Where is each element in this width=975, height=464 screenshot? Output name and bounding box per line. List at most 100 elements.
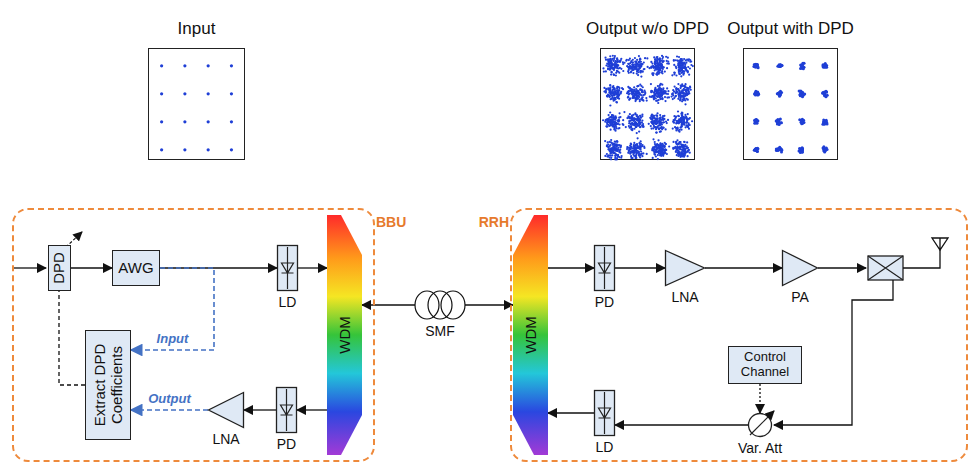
constellation-point <box>778 64 781 67</box>
constellation-point <box>610 123 612 125</box>
constellation-point <box>671 93 673 95</box>
constellation-point <box>639 121 641 123</box>
constellation-point <box>690 89 692 91</box>
constellation-point <box>686 119 688 121</box>
constellation-point <box>160 120 163 123</box>
constellation-point <box>618 144 620 146</box>
constellation-point <box>687 124 689 126</box>
constellation-point <box>680 129 682 131</box>
constellation-point <box>635 126 637 128</box>
constellation-point <box>610 67 612 69</box>
constellation-point <box>686 94 688 96</box>
constellation-point <box>678 63 680 65</box>
constellation-point <box>639 58 641 60</box>
constellation-point <box>616 97 618 99</box>
constellation-point <box>616 66 618 68</box>
constellation-point <box>657 151 659 153</box>
constellation-point <box>614 155 616 157</box>
constellation-point <box>801 65 804 68</box>
constellation-point <box>681 67 683 69</box>
constellation-point <box>646 99 648 101</box>
signal-connector <box>465 304 513 305</box>
constellation-point <box>643 147 645 149</box>
constellation-point <box>675 95 677 97</box>
constellation-point <box>160 92 163 95</box>
constellation-point <box>678 115 680 117</box>
constellation-point <box>661 84 663 86</box>
constellation-point <box>622 123 624 125</box>
constellation-point <box>641 63 643 65</box>
constellation-point <box>675 115 677 117</box>
constellation-point <box>776 65 779 68</box>
constellation-point <box>639 122 641 124</box>
constellation-point <box>685 59 687 61</box>
constellation-point <box>639 70 641 72</box>
constellation-point <box>614 88 616 90</box>
constellation-point <box>685 69 687 71</box>
constellation-point <box>678 73 680 75</box>
constellation-point <box>634 57 636 59</box>
constellation-point <box>688 91 690 93</box>
constellation-point <box>681 148 683 150</box>
constellation-point <box>689 61 691 63</box>
constellation-point <box>681 112 683 114</box>
constellation-point <box>651 116 653 118</box>
constellation-point <box>680 85 682 87</box>
constellation-point <box>631 117 633 119</box>
constellation-point <box>688 128 690 130</box>
constellation-point <box>655 144 657 146</box>
constellation-point <box>676 146 678 148</box>
constellation-point <box>629 97 631 99</box>
constellation-point <box>613 87 615 89</box>
constellation-point <box>616 145 618 147</box>
constellation-point <box>667 57 669 59</box>
constellation-point <box>635 122 637 124</box>
constellation-point <box>632 90 634 92</box>
constellation-point <box>630 60 632 62</box>
constellation-point <box>664 96 666 98</box>
constellation-point <box>662 87 664 89</box>
constellation-point <box>610 98 612 100</box>
constellation-point <box>659 69 661 71</box>
constellation-point <box>635 94 637 96</box>
constellation-point <box>649 96 651 98</box>
constellation-point <box>630 88 632 90</box>
constellation-point <box>661 154 663 156</box>
constellation-point <box>609 90 611 92</box>
constellation-point <box>606 119 608 121</box>
constellation-point <box>638 69 640 71</box>
constellation-point <box>617 97 619 99</box>
constellation-point <box>683 85 685 87</box>
constellation-point <box>660 122 662 124</box>
constellation-point <box>652 72 654 74</box>
constellation-point <box>801 122 804 125</box>
constellation-point <box>614 90 616 92</box>
constellation-point <box>638 130 640 132</box>
constellation-point <box>682 70 684 72</box>
constellation-point <box>667 119 669 121</box>
constellation-point <box>637 120 639 122</box>
constellation-point <box>677 98 679 100</box>
constellation-point <box>610 139 612 141</box>
constellation-point <box>633 152 635 154</box>
constellation-point <box>611 86 613 88</box>
constellation-point <box>638 146 640 148</box>
constellation-point <box>604 90 606 92</box>
constellation-point <box>656 148 658 150</box>
constellation-point <box>639 94 641 96</box>
constellation-point <box>682 64 684 66</box>
constellation-point <box>640 98 642 100</box>
constellation-point <box>684 141 686 143</box>
constellation-point <box>622 88 624 90</box>
constellation-point <box>627 97 629 99</box>
constellation-point <box>611 119 613 121</box>
coupler-symbol <box>868 256 903 280</box>
constellation-point <box>679 141 681 143</box>
constellation-point <box>617 96 619 98</box>
constellation-point <box>636 147 638 149</box>
signal-connector <box>297 409 327 410</box>
constellation-point <box>642 86 644 88</box>
constellation-point <box>610 71 612 73</box>
constellation-point <box>638 61 640 63</box>
constellation-point <box>638 151 640 153</box>
